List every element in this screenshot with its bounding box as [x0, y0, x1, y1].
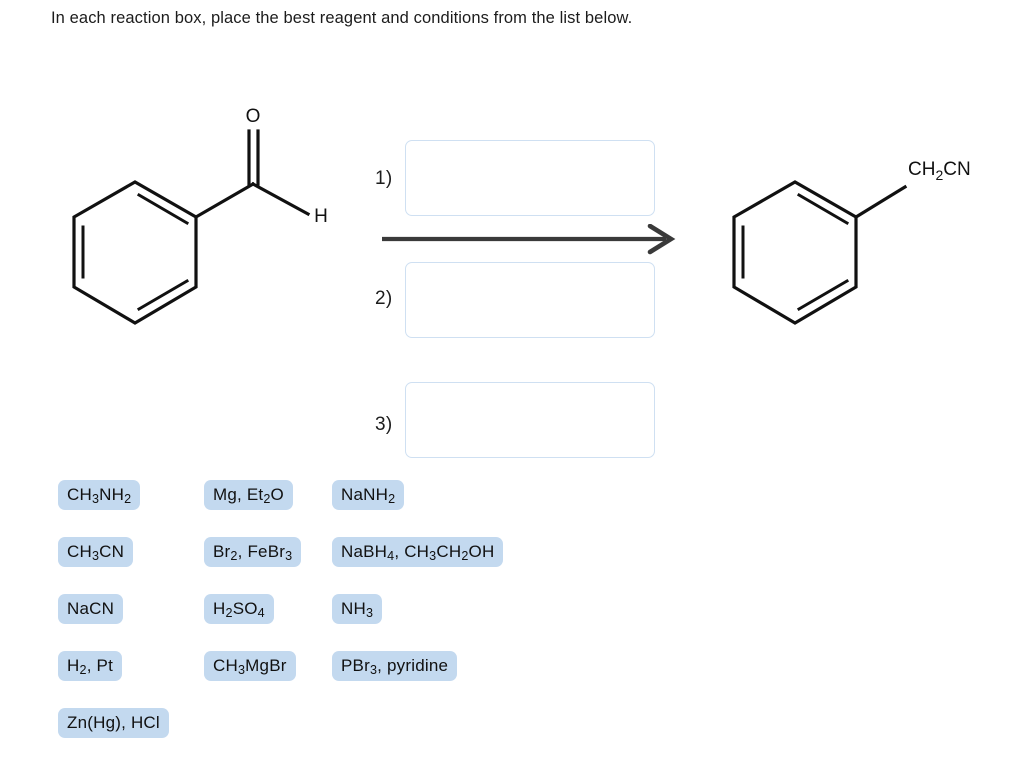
- label-ch: CH: [908, 159, 935, 180]
- reaction-box-1-label: 1): [375, 168, 393, 189]
- reaction-arrow-icon: [382, 224, 676, 255]
- reagent-chip[interactable]: H2, Pt: [58, 651, 122, 681]
- reagent-chip[interactable]: PBr3, pyridine: [332, 651, 458, 681]
- label-ch-subscript: 2: [935, 167, 943, 183]
- reagent-chip[interactable]: NaCN: [58, 594, 124, 624]
- reagent-chip[interactable]: NaNH2: [332, 480, 405, 510]
- reaction-box-3[interactable]: [405, 382, 655, 458]
- reagent-chip[interactable]: CH3MgBr: [204, 651, 296, 681]
- reactant-structure-benzaldehyde: O H: [72, 106, 328, 325]
- reagent-chip[interactable]: CH3NH2: [58, 480, 141, 510]
- reagent-chip[interactable]: Mg, Et2O: [204, 480, 293, 510]
- reaction-box-2-label: 2): [375, 288, 393, 309]
- product-substituent-label: CH2CN: [908, 159, 971, 183]
- reagent-chip[interactable]: NH3: [332, 594, 383, 624]
- reagent-chip[interactable]: Zn(Hg), HCl: [58, 708, 169, 738]
- reaction-scheme: O H 1) 2) 3) CH2CN: [0, 80, 1024, 480]
- reaction-box-1[interactable]: [405, 140, 655, 216]
- reagent-chip[interactable]: NaBH4, CH3CH2OH: [332, 537, 504, 567]
- reagent-chip[interactable]: CH3CN: [58, 537, 134, 567]
- atom-label-hydrogen: H: [314, 206, 328, 227]
- reaction-box-2[interactable]: [405, 262, 655, 338]
- atom-label-oxygen: O: [246, 106, 261, 127]
- reagent-chip[interactable]: Br2, FeBr3: [204, 537, 302, 567]
- label-cn: CN: [943, 159, 970, 180]
- reagent-chip[interactable]: H2SO4: [204, 594, 274, 624]
- instruction-text: In each reaction box, place the best rea…: [51, 9, 633, 27]
- reaction-box-3-label: 3): [375, 414, 393, 435]
- product-structure-phenylacetonitrile: CH2CN: [732, 159, 971, 325]
